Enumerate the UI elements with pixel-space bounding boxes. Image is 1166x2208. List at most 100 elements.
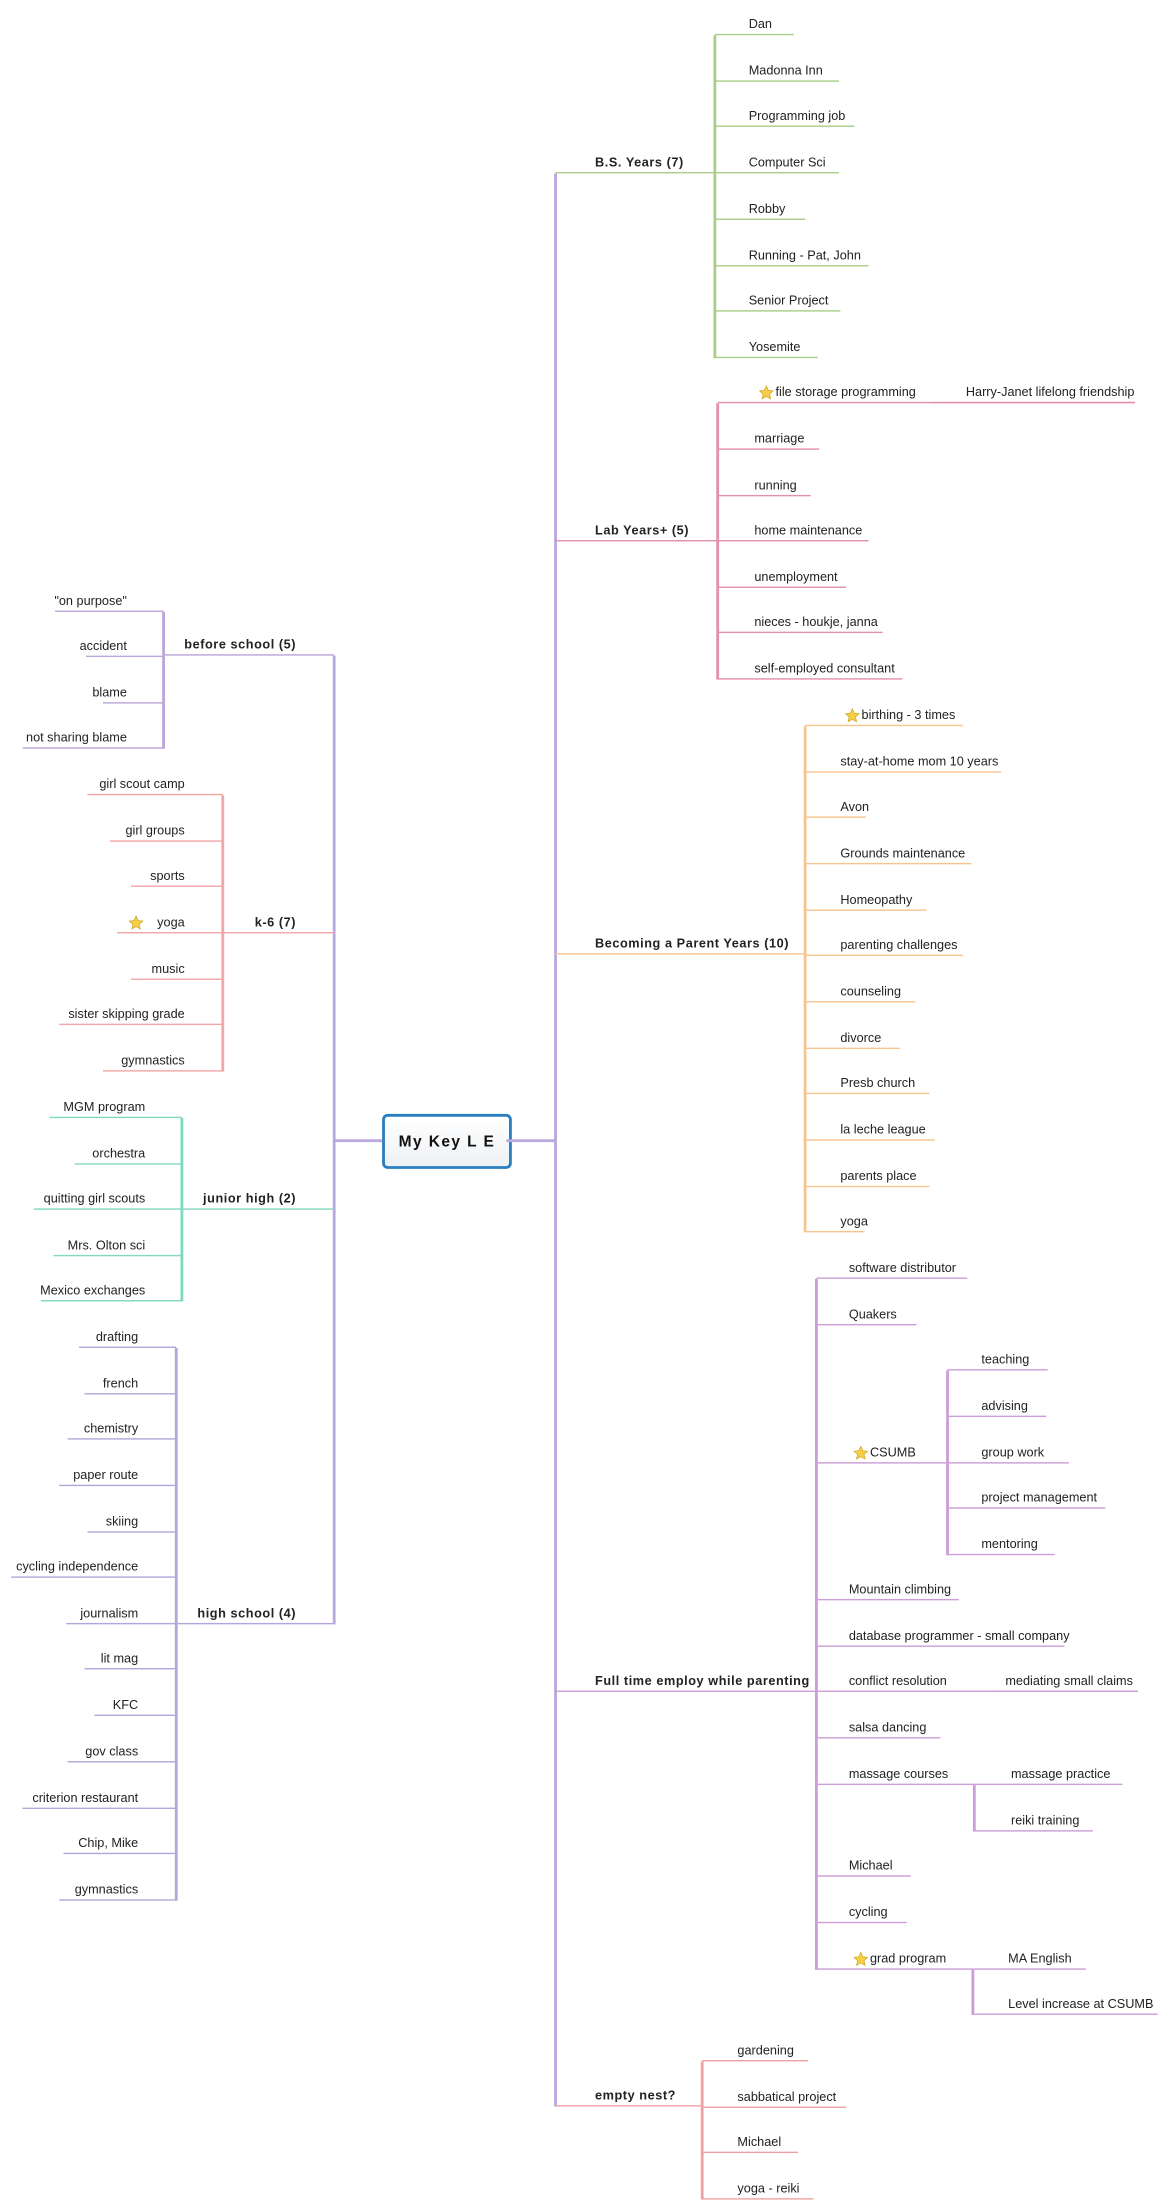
- subtopic-label[interactable]: Mountain climbing: [848, 1581, 952, 1596]
- subtopic-label[interactable]: chemistry: [83, 1420, 139, 1435]
- branch-label[interactable]: B.S. Years (7): [595, 154, 684, 169]
- subtopic-label[interactable]: self-employed consultant: [754, 660, 895, 675]
- branch-label[interactable]: before school (5): [184, 636, 297, 651]
- subtopic-label[interactable]: gov class: [85, 1743, 139, 1758]
- subtopic-label[interactable]: orchestra: [92, 1145, 146, 1160]
- subtopic-label[interactable]: Mexico exchanges: [40, 1282, 146, 1297]
- star-icon: [853, 1950, 869, 1966]
- subtopic-label[interactable]: database programmer - small company: [848, 1627, 1070, 1642]
- subtopic-label[interactable]: french: [102, 1375, 139, 1390]
- subtopic-label[interactable]: gardening: [737, 2042, 794, 2057]
- subtopic-label[interactable]: journalism: [80, 1605, 139, 1620]
- subtopic-label[interactable]: music: [151, 960, 185, 976]
- subtopic-label[interactable]: parents place: [840, 1168, 917, 1183]
- subtopic-label[interactable]: marriage: [754, 430, 805, 445]
- subtopic-label[interactable]: MGM program: [63, 1099, 146, 1114]
- branch-label[interactable]: k-6 (7): [254, 914, 297, 929]
- detail-label[interactable]: mentoring: [981, 1536, 1038, 1551]
- subtopic-label[interactable]: massage courses: [848, 1766, 949, 1781]
- subtopic-label[interactable]: Yosemite: [748, 339, 801, 354]
- connector-line: [946, 1369, 949, 1555]
- subtopic-label[interactable]: Homeopathy: [840, 891, 913, 906]
- subtopic-label[interactable]: gymnastics: [74, 1881, 139, 1896]
- subtopic-label[interactable]: Senior Project: [748, 292, 829, 307]
- subtopic-label[interactable]: KFC: [112, 1696, 139, 1712]
- detail-label[interactable]: project management: [981, 1489, 1098, 1504]
- branch-label[interactable]: Full time employ while parenting: [595, 1672, 810, 1688]
- subtopic-label[interactable]: drafting: [95, 1328, 139, 1344]
- subtopic-label[interactable]: counseling: [840, 983, 902, 998]
- subtopic-label[interactable]: Grounds maintenance: [840, 845, 966, 860]
- subtopic-label[interactable]: CSUMB: [869, 1444, 916, 1459]
- subtopic-label[interactable]: Michael: [737, 2134, 782, 2149]
- subtopic-label[interactable]: skiing: [105, 1513, 139, 1528]
- subtopic-label[interactable]: not sharing blame: [26, 729, 127, 744]
- subtopic-label[interactable]: yoga: [157, 914, 185, 929]
- subtopic-label[interactable]: Madonna Inn: [748, 62, 823, 77]
- subtopic-label[interactable]: Chip, Mike: [78, 1835, 139, 1850]
- detail-label[interactable]: teaching: [981, 1351, 1030, 1366]
- subtopic-label[interactable]: criterion restaurant: [32, 1789, 139, 1805]
- detail-label[interactable]: mediating small claims: [1005, 1672, 1133, 1688]
- subtopic-label[interactable]: file storage programming: [775, 384, 916, 399]
- subtopic-label[interactable]: sabbatical project: [737, 2088, 837, 2104]
- subtopic-label[interactable]: birthing - 3 times: [861, 707, 956, 722]
- detail-label[interactable]: massage practice: [1010, 1766, 1111, 1781]
- detail-label[interactable]: group work: [981, 1444, 1045, 1459]
- detail-label[interactable]: Harry-Janet lifelong friendship: [965, 384, 1135, 399]
- branch-label[interactable]: Becoming a Parent Years (10): [595, 935, 790, 950]
- branch-label[interactable]: empty nest?: [595, 2087, 676, 2102]
- subtopic-label[interactable]: "on purpose": [54, 592, 127, 608]
- subtopic-label[interactable]: Computer Sci: [748, 154, 826, 169]
- subtopic-label[interactable]: running: [754, 477, 797, 492]
- subtopic-label[interactable]: cycling independence: [16, 1558, 139, 1573]
- subtopic-label[interactable]: divorce: [840, 1030, 882, 1045]
- subtopic-label[interactable]: Mrs. Olton sci: [67, 1237, 146, 1252]
- detail-label[interactable]: Level increase at CSUMB: [1008, 1995, 1154, 2010]
- subtopic-label[interactable]: Michael: [848, 1857, 893, 1872]
- subtopic-label[interactable]: Presb church: [840, 1075, 916, 1090]
- subtopic-label[interactable]: conflict resolution: [848, 1672, 947, 1688]
- subtopic-label[interactable]: la leche league: [840, 1121, 926, 1136]
- subtopic-label[interactable]: nieces - houkje, janna: [754, 614, 878, 629]
- connector-line: [816, 1921, 907, 1924]
- subtopic-label[interactable]: sister skipping grade: [68, 1006, 185, 1021]
- central-topic[interactable]: My Key L E: [382, 1113, 512, 1169]
- subtopic-label[interactable]: gymnastics: [121, 1052, 185, 1067]
- detail-label[interactable]: advising: [981, 1398, 1028, 1413]
- subtopic-label[interactable]: Programming job: [748, 107, 846, 122]
- subtopic-label[interactable]: accident: [79, 638, 127, 653]
- subtopic-label[interactable]: stay-at-home mom 10 years: [840, 753, 999, 768]
- connector-line: [717, 401, 1136, 404]
- subtopic-label[interactable]: Dan: [748, 16, 772, 31]
- subtopic-label[interactable]: Avon: [840, 798, 870, 813]
- connector-line: [162, 611, 165, 749]
- subtopic-label[interactable]: sports: [150, 867, 185, 882]
- subtopic-label[interactable]: lit mag: [100, 1650, 139, 1665]
- branch-label[interactable]: junior high (2): [203, 1190, 297, 1205]
- subtopic-label[interactable]: unemployment: [754, 568, 838, 584]
- subtopic-label[interactable]: quitting girl scouts: [43, 1190, 146, 1205]
- subtopic-label[interactable]: yoga: [840, 1213, 868, 1228]
- subtopic-label[interactable]: yoga - reiki: [737, 2180, 800, 2195]
- subtopic-label[interactable]: paper route: [73, 1467, 139, 1482]
- subtopic-label[interactable]: Quakers: [848, 1306, 897, 1321]
- subtopic-label[interactable]: salsa dancing: [848, 1719, 927, 1734]
- subtopic-label[interactable]: blame: [92, 684, 127, 699]
- connector-line: [714, 34, 716, 358]
- subtopic-label[interactable]: girl scout camp: [99, 776, 185, 791]
- branch-label[interactable]: Lab Years+ (5): [595, 522, 690, 537]
- subtopic-label[interactable]: software distributor: [848, 1259, 957, 1274]
- detail-label[interactable]: reiki training: [1010, 1812, 1080, 1827]
- subtopic-label[interactable]: parenting challenges: [840, 936, 958, 952]
- subtopic-label[interactable]: Robby: [748, 200, 786, 216]
- subtopic-label[interactable]: girl groups: [125, 822, 185, 837]
- detail-label[interactable]: MA English: [1008, 1950, 1072, 1965]
- subtopic-label[interactable]: Running - Pat, John: [748, 247, 861, 262]
- connector-line: [714, 310, 841, 312]
- branch-label[interactable]: high school (4): [197, 1605, 297, 1620]
- subtopic-label[interactable]: grad program: [869, 1950, 947, 1965]
- subtopic-label[interactable]: home maintenance: [754, 522, 863, 537]
- subtopic-label[interactable]: cycling: [848, 1904, 888, 1919]
